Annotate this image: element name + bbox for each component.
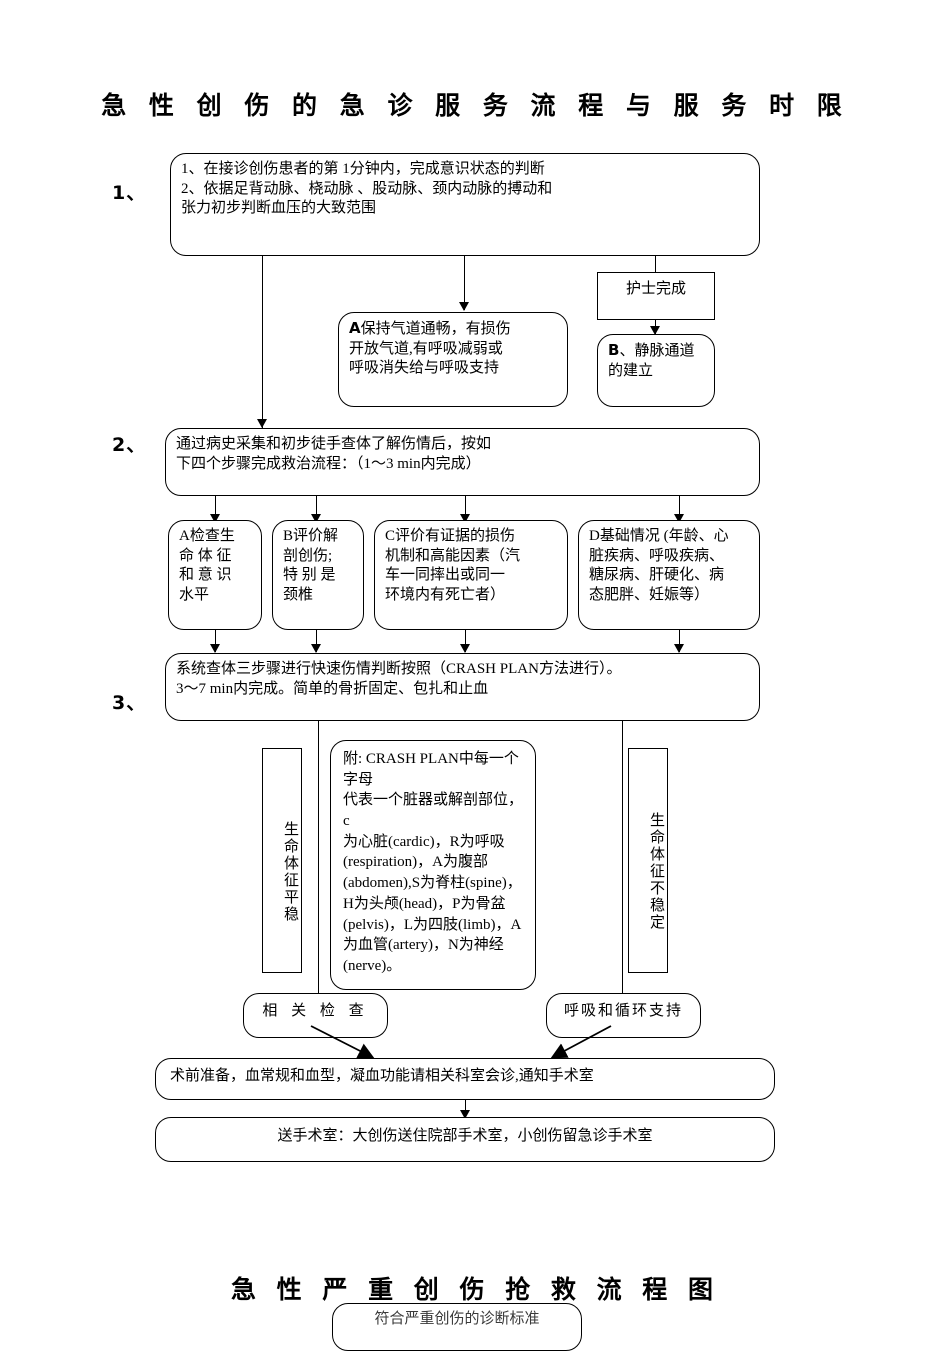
box-send-to-or: 送手术室：大创伤送住院部手术室，小创伤留急诊手术室 xyxy=(155,1117,775,1162)
box-assess-c-line4: 环境内有死亡者） xyxy=(385,586,506,603)
box-assess-b: B评价解 剖创伤; 特 别 是 颈椎 xyxy=(272,520,364,630)
box-preop-prep-label: 术前准备，血常规和血型，凝血功能请相关科室会诊,通知手术室 xyxy=(170,1068,594,1084)
arrowhead-step1-to-step2 xyxy=(256,419,267,428)
connector-step2-to-d xyxy=(679,496,680,520)
box-assess-a-line1: A检查生 xyxy=(179,528,235,544)
arrowhead-a-to-step3 xyxy=(209,644,220,653)
box-vitals-unstable: 生命体征不稳定 xyxy=(628,748,668,973)
connector-step1-to-step2 xyxy=(262,256,263,428)
arrowhead-step2-to-d xyxy=(673,514,684,523)
box-step1-line2: 2、依据足背动脉、桡动脉 、股动脉、颈内动脉的搏动和 xyxy=(181,180,553,197)
arrowhead-step2-to-b xyxy=(310,514,321,523)
connector-d-to-step3 xyxy=(679,630,680,652)
box-iv-line1: B、静脉通道 xyxy=(608,341,705,362)
connector-step3-to-support xyxy=(622,721,623,1002)
step-number-3: 3、 xyxy=(112,692,147,714)
crash-plan-line-6: H为头颅(head)，P为骨盆 xyxy=(343,895,506,912)
box-airway-line2: 开放气道,有呼吸减弱或 xyxy=(349,340,503,357)
box-resp-circ-support-label: 呼吸和循环支持 xyxy=(563,1003,683,1019)
box-assess-d-line3: 糖尿病、肝硬化、病 xyxy=(589,567,725,583)
box-assess-c: C评价有证据的损伤 机制和高能因素（汽 车一同摔出或同一 环境内有死亡者） xyxy=(374,520,568,630)
box-step1-line1: 1、在接诊创伤患者的第 1分钟内，完成意识状态的判断 xyxy=(181,161,545,177)
box-resp-circ-support: 呼吸和循环支持 xyxy=(546,993,701,1038)
box-vitals-stable-label: 生命体征平稳 xyxy=(282,820,298,923)
box-step2: 通过病史采集和初步徒手查体了解伤情后，按如 下四个步骤完成救治流程：（1～3 m… xyxy=(165,428,760,496)
connector-step2-to-c xyxy=(465,496,466,520)
page-title-bottom: 急 性 严 重 创 伤 抢 救 流 程 图 xyxy=(230,1275,720,1304)
box-step1: 1、在接诊创伤患者的第 1分钟内，完成意识状态的判断 2、依据足背动脉、桡动脉 … xyxy=(170,153,760,256)
box-send-to-or-label: 送手术室：大创伤送住院部手术室，小创伤留急诊手术室 xyxy=(277,1128,653,1144)
box-airway-lead: A xyxy=(349,319,361,337)
connector-step1-to-nurse xyxy=(655,256,656,272)
box-airway-line1: A保持气道通畅，有损伤 xyxy=(349,319,558,340)
connector-a-to-step3 xyxy=(215,630,216,652)
box-airway-line1-rest: 保持气道通畅，有损伤 xyxy=(360,321,511,337)
arrowhead-d-to-step3 xyxy=(673,644,684,653)
page-title-top: 急 性 创 伤 的 急 诊 服 务 流 程 与 服 务 时 限 xyxy=(101,91,849,120)
connector-step3-to-exams xyxy=(318,721,319,1002)
box-step3: 系统查体三步骤进行快速伤情判断按照（CRASH PLAN方法进行）。 3～7 m… xyxy=(165,653,760,721)
connector-preop-to-or xyxy=(465,1100,466,1118)
box-assess-b-line4: 颈椎 xyxy=(283,586,314,603)
box-assess-c-line2: 机制和高能因素（汽 xyxy=(385,547,521,564)
box-step1-line3: 张力初步判断血压的大致范围 xyxy=(181,200,377,216)
box-assess-b-line1: B评价解 xyxy=(283,528,339,544)
crash-plan-line-8: 为血管(artery)，N为神经 xyxy=(343,937,504,954)
crash-plan-line-3: 为心脏(cardic)，R为呼吸 xyxy=(343,833,505,850)
crash-plan-line-5: (abdomen),S为脊柱(spine)， xyxy=(343,875,522,892)
box-related-exams-label: 相 关 检 查 xyxy=(262,1003,369,1019)
box-nurse: 护士完成 xyxy=(597,272,715,320)
arrowhead-step1-to-airway xyxy=(458,302,469,311)
box-assess-c-line1: C评价有证据的损伤 xyxy=(385,528,516,544)
box-vitals-stable: 生命体征平稳 xyxy=(262,748,302,973)
box-airway-line3: 呼吸消失给与呼吸支持 xyxy=(349,360,500,376)
box-step2-line2: 下四个步骤完成救治流程：（1～3 min内完成） xyxy=(176,455,481,472)
box-airway: A保持气道通畅，有损伤 开放气道,有呼吸减弱或 呼吸消失给与呼吸支持 xyxy=(338,312,568,407)
box-related-exams: 相 关 检 查 xyxy=(243,993,388,1038)
connector-step1-to-airway xyxy=(464,256,465,310)
box-assess-c-line3: 车一同摔出或同一 xyxy=(385,567,506,583)
box-step2-line1: 通过病史采集和初步徒手查体了解伤情后，按如 xyxy=(176,436,492,452)
box-assess-d: D基础情况 (年龄、心 脏疾病、呼吸疾病、 糖尿病、肝硬化、病 态肥胖、妊娠等） xyxy=(578,520,760,630)
box-assess-d-line1: D基础情况 (年龄、心 xyxy=(589,528,729,544)
box-iv-access: B、静脉通道 的建立 xyxy=(597,334,715,407)
step-number-1: 1、 xyxy=(112,182,147,204)
arrowhead-step2-to-a xyxy=(209,514,220,523)
box-step3-line1: 系统查体三步骤进行快速伤情判断按照（CRASH PLAN方法进行）。 xyxy=(176,661,622,677)
box-assess-a-line3: 和 意 识 xyxy=(179,567,232,583)
step-number-2: 2、 xyxy=(112,434,147,456)
box-assess-a-line2: 命 体 征 xyxy=(179,547,232,564)
box-assess-d-line2: 脏疾病、呼吸疾病、 xyxy=(589,547,725,564)
arrowhead-b-to-step3 xyxy=(310,644,321,653)
box-iv-line1-rest: 、静脉通道 xyxy=(619,343,695,359)
arrowhead-nurse-to-iv xyxy=(649,326,660,335)
arrowhead-step2-to-c xyxy=(459,514,470,523)
box-vitals-unstable-label: 生命体征不稳定 xyxy=(648,812,664,931)
connector-step2-to-b xyxy=(316,496,317,520)
crash-plan-line-4: (respiration)，A为腹部 xyxy=(343,854,488,871)
box-severe-trauma-criteria-label: 符合严重创伤的诊断标准 xyxy=(374,1311,540,1327)
connector-step2-to-a xyxy=(215,496,216,520)
connector-c-to-step3 xyxy=(465,630,466,652)
crash-plan-line-2: 代表一个脏器或解剖部位，c xyxy=(343,792,524,830)
box-assess-b-line3: 特 别 是 xyxy=(283,567,336,583)
box-iv-line2: 的建立 xyxy=(608,362,654,379)
box-iv-lead: B xyxy=(608,341,620,359)
connector-b-to-step3 xyxy=(316,630,317,652)
box-assess-d-line4: 态肥胖、妊娠等） xyxy=(589,586,710,603)
box-crash-plan-legend: 附: CRASH PLAN中每一个字母 代表一个脏器或解剖部位，c 为心脏(ca… xyxy=(330,740,536,990)
crash-plan-line-9: (nerve)。 xyxy=(343,957,402,974)
box-step3-line2: 3～7 min内完成。简单的骨折固定、包扎和止血 xyxy=(176,680,489,697)
box-nurse-label: 护士完成 xyxy=(625,281,686,297)
crash-plan-line-1: 附: CRASH PLAN中每一个字母 xyxy=(343,751,519,788)
box-assess-b-line2: 剖创伤; xyxy=(283,547,333,564)
arrowhead-preop-to-or xyxy=(459,1110,470,1119)
box-assess-a-line4: 水平 xyxy=(179,586,210,603)
box-preop-prep: 术前准备，血常规和血型，凝血功能请相关科室会诊,通知手术室 xyxy=(155,1058,775,1100)
crash-plan-line-7: (pelvis)，L为四肢(limb)，A xyxy=(343,916,522,933)
arrowhead-c-to-step3 xyxy=(459,644,470,653)
box-assess-a: A检查生 命 体 征 和 意 识 水平 xyxy=(168,520,262,630)
